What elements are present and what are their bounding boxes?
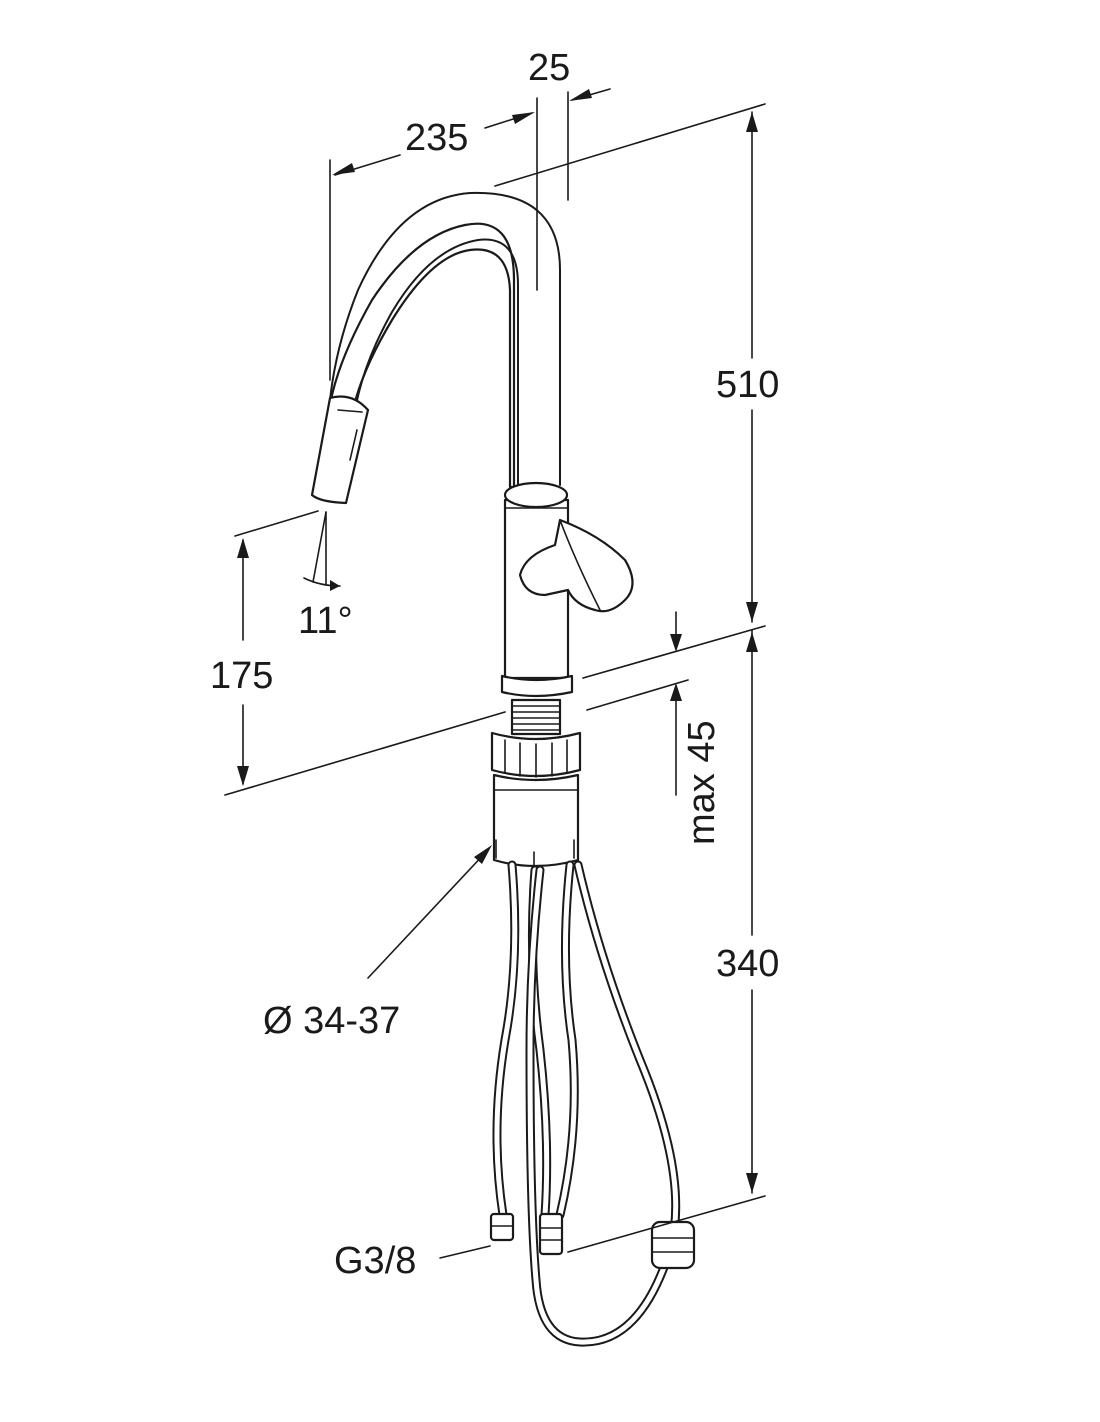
mounting-sleeve: [492, 773, 580, 868]
spray-head: [310, 395, 370, 505]
label-340: 340: [716, 943, 779, 985]
label-11-degrees: 11°: [298, 600, 353, 642]
sleeve-slots: [493, 789, 579, 869]
gooseneck-outline: [329, 191, 561, 486]
label-235: 235: [405, 117, 468, 159]
dimension-lines: [224, 88, 766, 1259]
dimension-labels: 235 25 510 175 11° max 45 340 Ø 34-37 G3…: [210, 47, 779, 1282]
nut-ribs: [504, 739, 568, 778]
spray-head-button: [349, 429, 358, 461]
supply-hoses: [492, 860, 681, 1347]
lever-handle-detail: [559, 519, 601, 611]
faucet-illustration: [310, 191, 634, 869]
shank-threads: [511, 705, 561, 731]
connector-middle: [538, 1212, 564, 1256]
base-ring: [500, 674, 574, 698]
hose-weight: [650, 1220, 696, 1270]
connector-left: [489, 1212, 515, 1242]
column-top-cap: [503, 481, 569, 509]
label-510: 510: [716, 364, 779, 406]
gooseneck-inner: [355, 238, 519, 486]
spray-head-seam: [337, 409, 363, 413]
label-175: 175: [210, 655, 273, 697]
hose-connectors: [489, 1212, 696, 1270]
label-hole-diameter: Ø 34-37: [263, 1000, 400, 1042]
label-g3-8: G3/8: [334, 1240, 416, 1282]
label-max-45: max 45: [681, 720, 723, 845]
threaded-shank: [510, 698, 562, 736]
lever-handle: [518, 518, 634, 613]
label-25: 25: [528, 47, 570, 89]
